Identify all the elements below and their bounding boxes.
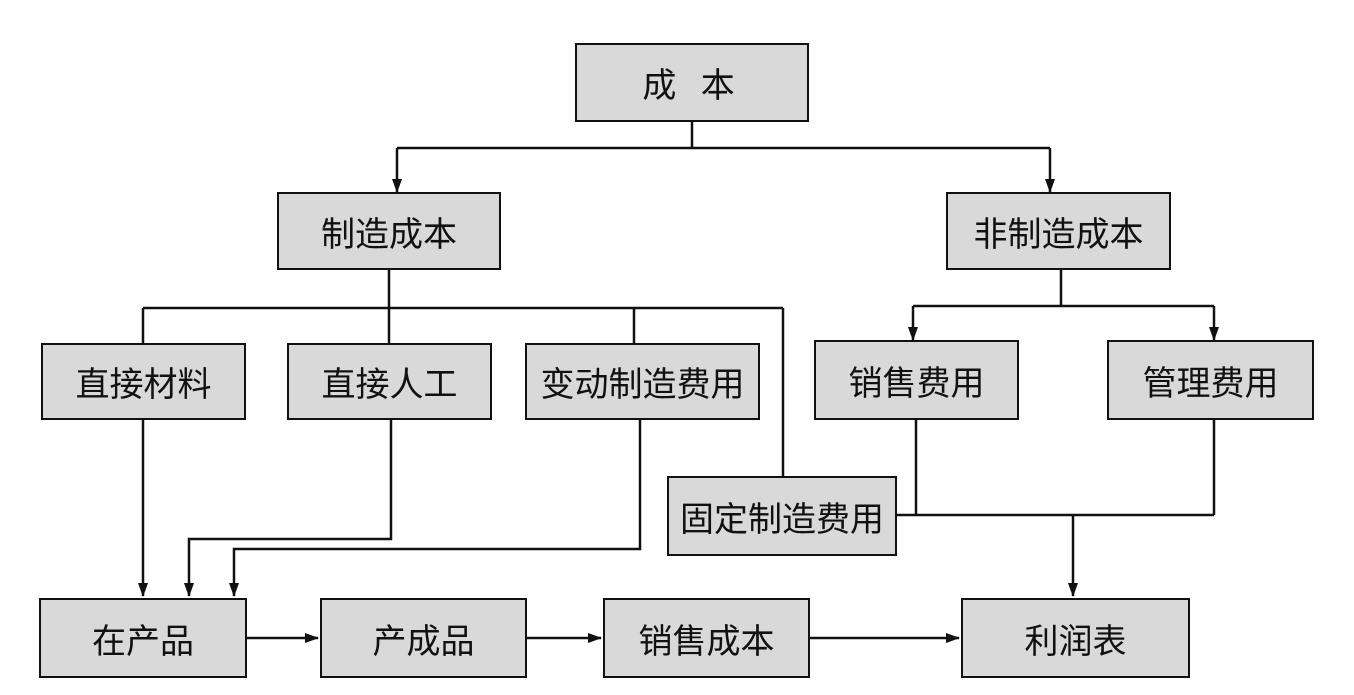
node-finished-goods: 产成品 <box>320 598 527 678</box>
node-non-manufacturing-cost-label: 非制造成本 <box>973 214 1144 255</box>
edge-non-manufacturing-split <box>913 270 1214 308</box>
node-cost: 成 本 <box>575 43 809 122</box>
node-selling-expense: 销售费用 <box>814 340 1019 420</box>
node-direct-materials-label: 直接材料 <box>75 365 212 405</box>
node-direct-materials: 直接材料 <box>41 343 246 420</box>
node-work-in-process: 在产品 <box>39 598 247 678</box>
arrow-labor-to-wip <box>184 420 393 597</box>
node-income-statement-label: 利润表 <box>1024 621 1127 662</box>
node-non-manufacturing-cost: 非制造成本 <box>946 192 1171 270</box>
node-cost-of-sales-label: 销售成本 <box>638 621 775 662</box>
node-direct-labor: 直接人工 <box>287 343 492 420</box>
node-variable-overhead: 变动制造费用 <box>525 343 760 420</box>
node-finished-goods-label: 产成品 <box>372 621 475 662</box>
node-fixed-overhead-label: 固定制造费用 <box>680 499 884 540</box>
node-cost-of-sales: 销售成本 <box>603 598 810 678</box>
node-income-statement: 利润表 <box>961 598 1190 678</box>
node-variable-overhead-label: 变动制造费用 <box>540 365 745 405</box>
node-admin-expense-label: 管理费用 <box>1142 363 1279 404</box>
node-cost-label: 成 本 <box>642 66 742 106</box>
node-admin-expense: 管理费用 <box>1107 340 1314 420</box>
edge-period-costs-merge <box>897 420 1216 517</box>
node-work-in-process-label: 在产品 <box>92 621 194 662</box>
node-manufacturing-cost-label: 制造成本 <box>321 214 457 255</box>
edge-cost-split <box>397 122 1050 150</box>
edge-manufacturing-split <box>141 270 785 476</box>
arrow-variable-overhead-to-wip <box>229 420 642 597</box>
node-selling-expense-label: 销售费用 <box>848 363 985 404</box>
node-direct-labor-label: 直接人工 <box>321 365 458 405</box>
node-manufacturing-cost: 制造成本 <box>277 192 501 270</box>
node-fixed-overhead: 固定制造费用 <box>667 476 897 556</box>
